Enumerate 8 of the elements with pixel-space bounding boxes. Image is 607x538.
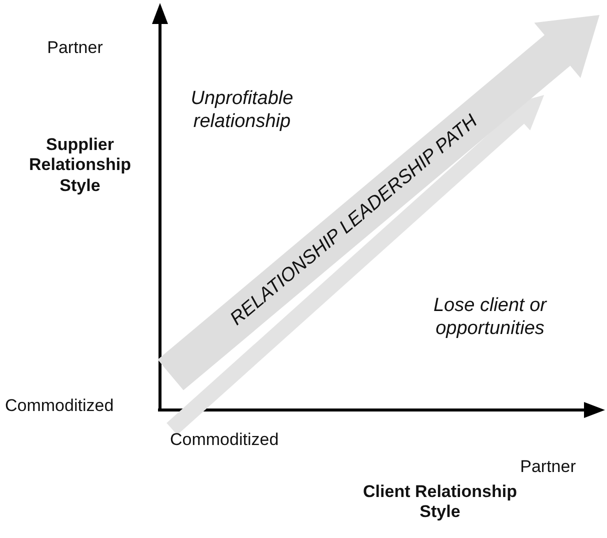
axis-title: Supplier Relationship Style bbox=[28, 135, 132, 196]
axis-value-label: Commoditized bbox=[5, 396, 114, 416]
region-note: Unprofitable relationship bbox=[190, 88, 294, 134]
axis-value-label: Partner bbox=[520, 457, 576, 478]
axis-value-label: Commoditized bbox=[170, 430, 279, 450]
axis-value-label: Partner bbox=[47, 38, 103, 58]
region-note: Lose client or opportunities bbox=[432, 295, 548, 341]
axis-title: Client Relationship Style bbox=[362, 482, 518, 523]
